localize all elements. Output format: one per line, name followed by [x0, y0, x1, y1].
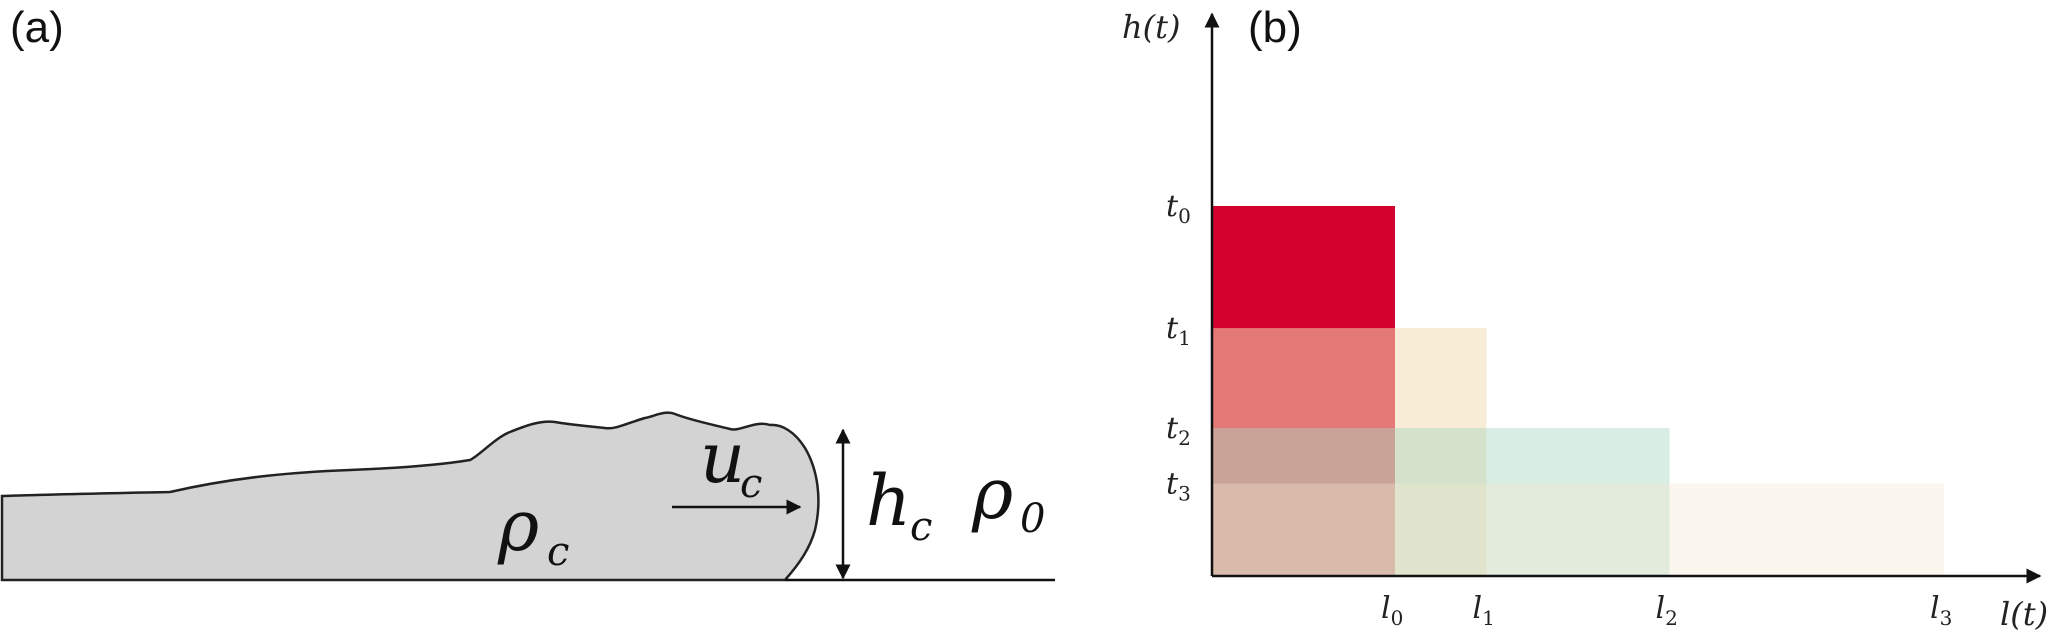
x-tick-l2: l2 [1656, 591, 1678, 630]
gravity-current-body [0, 411, 820, 582]
rectangle-t1 [1212, 328, 1487, 576]
y-tick-t0: t0 [1166, 189, 1191, 228]
rectangle-t2 [1212, 428, 1670, 576]
x-tick-l1: l1 [1473, 591, 1495, 630]
tick-labels-group: t0 t1 t2 t3 l0 l1 l2 l3 [1166, 189, 1952, 630]
current-density-symbol: ρ [497, 485, 539, 567]
height-subscript: c [910, 504, 932, 550]
current-density-subscript: c [547, 529, 569, 575]
panel-a: (a) u c ρ c h c ρ 0 [0, 3, 1055, 582]
rectangle-t3 [1212, 483, 1944, 576]
velocity-symbol: u [700, 417, 745, 499]
y-axis-title: h(t) [1122, 8, 1180, 46]
velocity-subscript: c [740, 461, 762, 507]
panel-b-label: (b) [1248, 3, 1302, 52]
ambient-density-subscript: 0 [1020, 496, 1045, 542]
panel-a-label: (a) [10, 3, 64, 52]
y-tick-t1: t1 [1166, 311, 1191, 350]
x-axis-title: l(t) [2000, 595, 2048, 633]
ambient-density-symbol: ρ [971, 453, 1013, 535]
panel-b: (b) h(t) l(t) t0 t1 t2 t3 l0 l1 l2 l3 [1122, 3, 2048, 633]
rectangles-group [1212, 206, 1944, 576]
height-symbol: h [866, 460, 911, 542]
x-tick-l0: l0 [1381, 591, 1403, 630]
y-tick-t2: t2 [1166, 411, 1191, 450]
x-tick-l3: l3 [1930, 591, 1952, 630]
y-tick-t3: t3 [1166, 467, 1191, 506]
